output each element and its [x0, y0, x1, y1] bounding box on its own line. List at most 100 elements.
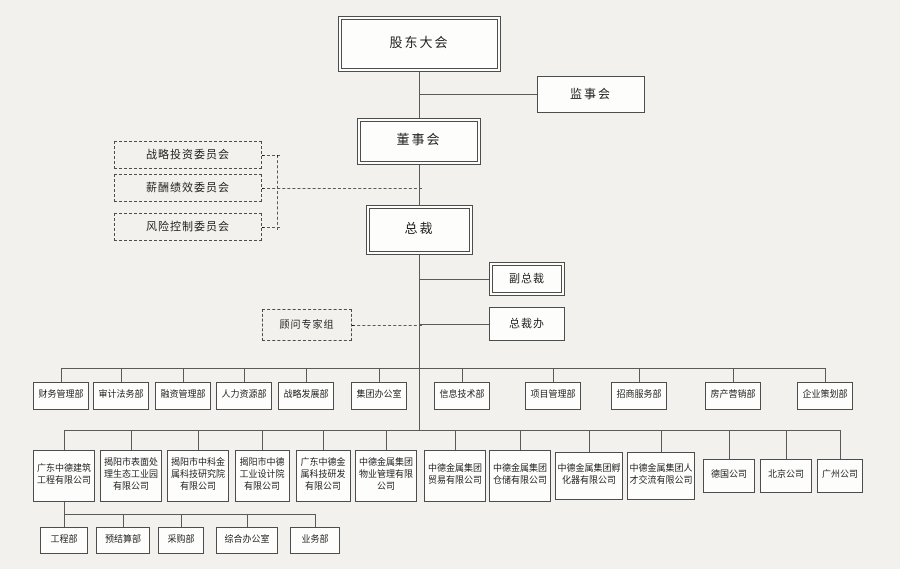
connector-line: [262, 155, 280, 156]
connector-line: [462, 368, 463, 382]
connector-line: [661, 430, 662, 452]
president-office-label: 总裁办: [509, 316, 545, 330]
node-subsidiary-10: 德国公司: [703, 459, 755, 493]
node-department-6: 信息技术部: [434, 382, 490, 410]
connector-line: [386, 430, 387, 450]
connector-line: [121, 368, 122, 382]
connector-line: [198, 430, 199, 450]
connector-line: [183, 368, 184, 382]
node-department-9: 房产营销部: [705, 382, 761, 410]
board-of-directors-label: 董事会: [396, 133, 442, 149]
node-sub-department-3-label: 综合办公室: [224, 534, 270, 545]
connector-line: [419, 72, 420, 118]
connector-line: [247, 514, 248, 527]
node-subsidiary-8-label: 中德金属集团孵化器有限公司: [557, 464, 621, 486]
node-department-1: 审计法务部: [93, 382, 149, 410]
advisory-expert-group-label: 顾问专家组: [279, 319, 335, 331]
node-department-2-label: 融资管理部: [160, 390, 206, 401]
node-sub-department-0: 工程部: [40, 527, 88, 554]
connector-line: [352, 325, 422, 326]
node-president-office: 总裁办: [489, 307, 565, 341]
node-subsidiary-2-label: 揭阳市中科金属科技研究院有限公司: [170, 458, 225, 492]
node-department-3: 人力资源部: [216, 382, 272, 410]
connector-line: [419, 255, 420, 430]
node-department-2: 融资管理部: [155, 382, 211, 410]
node-committee-2-label: 风险控制委员会: [146, 219, 230, 233]
connector-line: [419, 165, 420, 205]
node-vice-president: 副总裁: [489, 262, 565, 296]
node-subsidiary-2: 揭阳市中科金属科技研究院有限公司: [167, 450, 229, 502]
node-subsidiary-5-label: 中德金属集团物业管理有限公司: [358, 458, 413, 492]
node-department-4: 战略发展部: [278, 382, 334, 410]
node-department-4-label: 战略发展部: [283, 390, 329, 401]
node-department-5: 集团办公室: [351, 382, 407, 410]
connector-line: [64, 502, 65, 514]
connector-line: [786, 430, 787, 459]
node-sub-department-4: 业务部: [290, 527, 340, 554]
node-subsidiary-6-label: 中德金属集团贸易有限公司: [427, 464, 482, 486]
node-subsidiary-8: 中德金属集团孵化器有限公司: [555, 452, 623, 500]
connector-line: [262, 430, 263, 450]
node-department-1-label: 审计法务部: [98, 390, 144, 401]
node-committee-1-label: 薪酬绩效委员会: [146, 180, 230, 194]
node-subsidiary-3: 揭阳市中德工业设计院有限公司: [234, 450, 290, 502]
connector-line: [639, 368, 640, 382]
connector-line: [825, 368, 826, 382]
node-sub-department-1-label: 预结算部: [104, 534, 141, 545]
node-subsidiary-3-label: 揭阳市中德工业设计院有限公司: [239, 458, 285, 492]
node-subsidiary-5: 中德金属集团物业管理有限公司: [355, 450, 417, 502]
connector-line: [419, 94, 537, 95]
node-subsidiary-0-label: 广东中德建筑工程有限公司: [36, 464, 91, 486]
connector-line: [520, 430, 521, 450]
connector-line: [262, 188, 422, 189]
connector-line: [61, 368, 825, 369]
connector-line: [840, 430, 841, 459]
node-sub-department-2-label: 采购部: [167, 534, 195, 545]
node-department-8-label: 招商服务部: [616, 390, 662, 401]
connector-line: [455, 430, 456, 450]
node-shareholders-meeting: 股东大会: [338, 16, 501, 72]
node-sub-department-1: 预结算部: [96, 527, 150, 554]
node-department-7-label: 项目管理部: [530, 390, 576, 401]
node-committee-0-label: 战略投资委员会: [146, 147, 230, 161]
node-subsidiary-9: 中德金属集团人才交流有限公司: [627, 452, 695, 500]
connector-line: [729, 430, 730, 459]
node-subsidiary-1: 揭阳市表面处理生态工业园有限公司: [100, 450, 162, 502]
connector-line: [64, 514, 65, 527]
node-subsidiary-7-label: 中德金属集团仓储有限公司: [492, 464, 547, 486]
node-department-10: 企业策划部: [797, 382, 853, 410]
connector-line: [64, 514, 315, 515]
node-committee-0: 战略投资委员会: [114, 141, 262, 169]
node-subsidiary-4-label: 广东中德金属科技研发有限公司: [300, 458, 346, 492]
node-department-9-label: 房产营销部: [710, 390, 756, 401]
connector-line: [131, 430, 132, 450]
connector-line: [277, 155, 278, 230]
connector-line: [419, 279, 489, 280]
node-department-8: 招商服务部: [611, 382, 667, 410]
node-subsidiary-9-label: 中德金属集团人才交流有限公司: [629, 464, 693, 486]
vice-president-label: 副总裁: [509, 271, 545, 285]
node-subsidiary-0: 广东中德建筑工程有限公司: [33, 450, 95, 502]
connector-line: [64, 430, 840, 431]
connector-line: [733, 368, 734, 382]
node-department-3-label: 人力资源部: [221, 390, 267, 401]
connector-line: [315, 514, 316, 527]
node-department-0-label: 财务管理部: [38, 390, 84, 401]
node-subsidiary-1-label: 揭阳市表面处理生态工业园有限公司: [103, 458, 158, 492]
shareholders-meeting-label: 股东大会: [389, 35, 450, 51]
node-department-0: 财务管理部: [33, 382, 89, 410]
node-subsidiary-11-label: 北京公司: [767, 470, 804, 481]
node-sub-department-0-label: 工程部: [50, 534, 78, 545]
connector-line: [419, 324, 489, 325]
connector-line: [244, 368, 245, 382]
node-department-10-label: 企业策划部: [802, 390, 848, 401]
connector-line: [323, 430, 324, 450]
connector-line: [61, 368, 62, 382]
node-subsidiary-12-label: 广州公司: [821, 470, 858, 481]
node-department-6-label: 信息技术部: [439, 390, 485, 401]
node-president: 总裁: [366, 205, 473, 255]
connector-line: [64, 430, 65, 450]
connector-line: [181, 514, 182, 527]
node-advisory-expert-group: 顾问专家组: [262, 309, 352, 341]
